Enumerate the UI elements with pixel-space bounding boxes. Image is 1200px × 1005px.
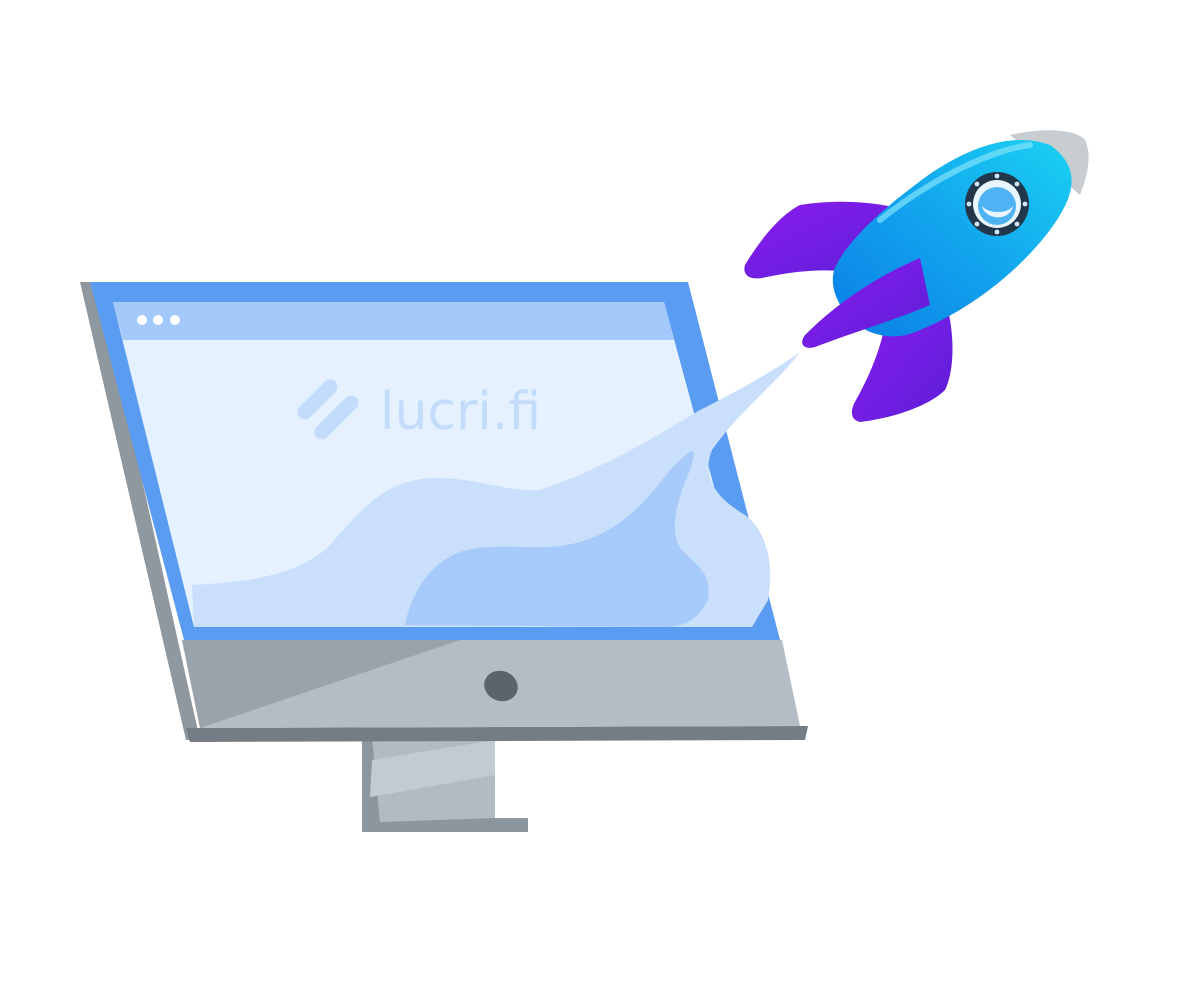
monitor-stand	[362, 738, 528, 832]
brand-logo: lucri.fi	[297, 379, 541, 442]
rocket-fin-top	[744, 201, 905, 279]
three-dots-icon	[137, 315, 180, 325]
porthole-window-icon	[965, 172, 1029, 236]
rocket-icon	[744, 130, 1089, 422]
logo-text: lucri.fi	[380, 382, 541, 442]
bezel-shadow	[182, 640, 460, 728]
double-slash-logo-icon	[297, 379, 359, 440]
rocket-fin-middle	[802, 258, 930, 348]
monitor-bottom-edge	[186, 726, 808, 742]
monitor-side	[80, 282, 200, 740]
exhaust-smoke	[192, 352, 800, 627]
power-button-icon	[484, 670, 518, 702]
screen-titlebar	[113, 302, 674, 340]
rocket-fin-bottom	[851, 300, 953, 422]
